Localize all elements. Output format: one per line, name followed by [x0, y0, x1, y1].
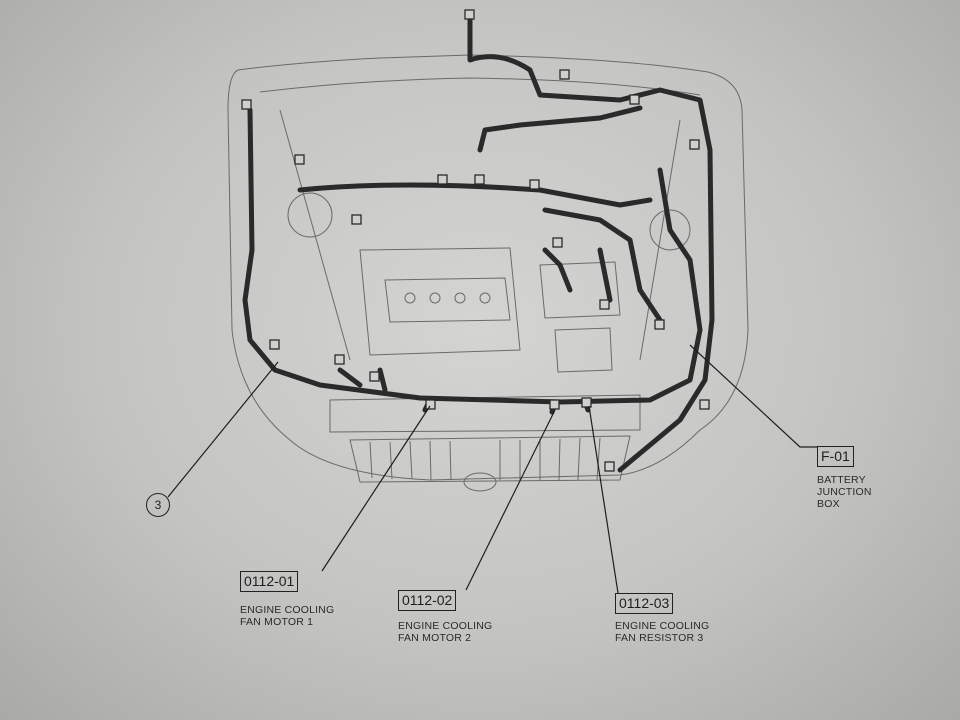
fuse-box — [539, 261, 621, 319]
grille — [349, 435, 631, 483]
connectors — [241, 9, 710, 472]
callout-f-01-code: F-01 — [817, 446, 854, 467]
callout-0112-03-code: 0112-03 — [615, 593, 674, 614]
code-text: 0112-03 — [619, 595, 670, 611]
engine-block — [359, 247, 521, 356]
callout-0112-02-code: 0112-02 — [398, 590, 457, 611]
code-text: 0112-01 — [244, 573, 295, 589]
desc-line: FAN MOTOR 1 — [240, 616, 314, 628]
desc-line: BATTERY — [817, 474, 866, 486]
desc-line: FAN RESISTOR 3 — [615, 632, 704, 644]
callout-3-label: 3 — [154, 498, 162, 512]
desc-line: ENGINE COOLING — [398, 620, 493, 632]
desc-line: JUNCTION — [817, 486, 872, 498]
callout-0112-01-code: 0112-01 — [240, 571, 299, 592]
callout-3: 3 — [146, 493, 170, 517]
leader-lines — [167, 344, 818, 594]
vehicle-body-outline — [227, 54, 749, 481]
desc-line: FAN MOTOR 2 — [398, 632, 472, 644]
code-text: 0112-02 — [402, 592, 453, 608]
desc-line: ENGINE COOLING — [240, 604, 335, 616]
code-text: F-01 — [821, 448, 850, 464]
desc-line: BOX — [817, 498, 840, 510]
desc-line: ENGINE COOLING — [615, 620, 710, 632]
logo-emblem — [463, 472, 497, 492]
